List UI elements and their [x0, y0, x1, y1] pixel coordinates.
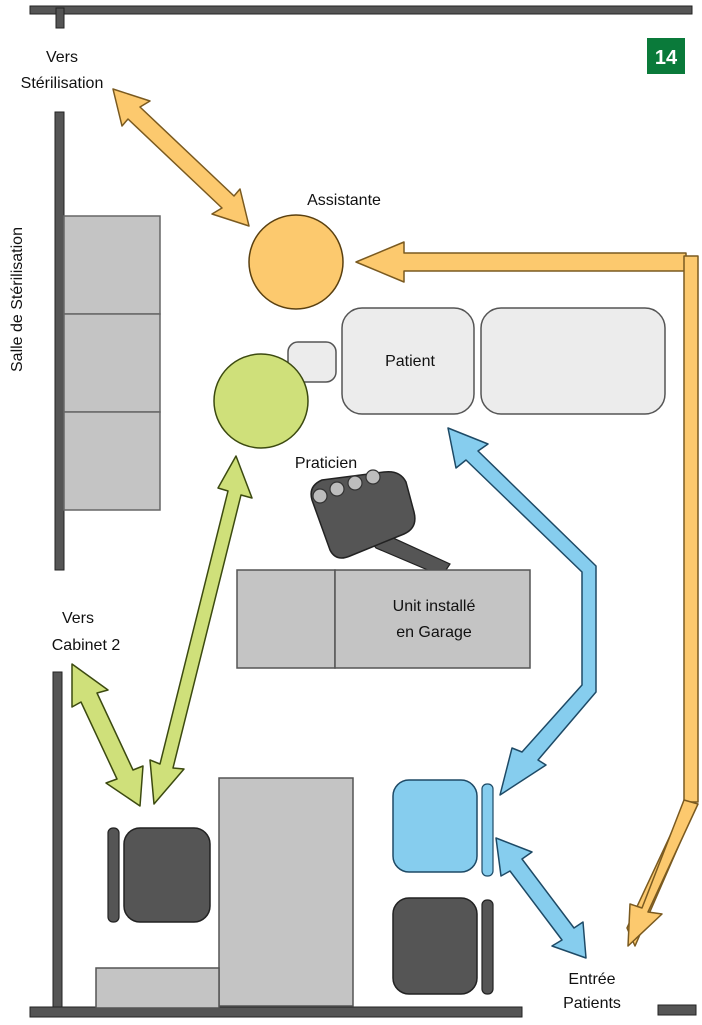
arrow-entree-assistante-shaft	[683, 255, 699, 803]
left-wall-upper	[54, 111, 65, 571]
sterilisation-counter-2	[63, 313, 161, 413]
bottom-wall	[29, 1006, 523, 1018]
praticien-label: Praticien	[295, 455, 357, 472]
page-number-badge	[647, 38, 685, 74]
desk-cabinet-tall	[218, 777, 354, 1007]
arrow-cabinet2	[71, 663, 144, 807]
assistante-stool	[248, 214, 344, 310]
assistante-label: Assistante	[307, 192, 381, 209]
arrow-entree-seat	[495, 837, 587, 959]
garage-left-cabinet	[236, 569, 336, 669]
garage-unit-cabinet	[334, 569, 531, 669]
arrow-entree-assistante-diagonal	[627, 799, 699, 947]
right-seat-back	[481, 899, 494, 995]
page-number: 14	[655, 47, 678, 69]
unit-instrument-2	[329, 481, 345, 497]
unit-label-2: en Garage	[396, 624, 472, 641]
arrow-patient-entry-path	[447, 427, 597, 796]
praticien-stool	[213, 353, 309, 449]
salle-sterilisation-label: Salle de Stérilisation	[9, 227, 26, 372]
patient-label: Patient	[385, 353, 435, 370]
patient-chair-back	[341, 307, 475, 415]
vers-cabinet-label-1: Vers	[62, 610, 94, 627]
vers-sterilisation-label-1: Vers	[46, 49, 78, 66]
unit-instrument-1	[312, 488, 328, 504]
patient-waiting-seat-back	[481, 783, 494, 877]
arrow-assistante-sterilisation	[112, 88, 250, 227]
vers-cabinet-label-2: Cabinet 2	[52, 637, 121, 654]
unit-label-1: Unit installé	[393, 598, 476, 615]
left-seat-back	[107, 827, 120, 923]
unit-instrument-4	[365, 469, 381, 485]
patient-chair-seat	[480, 307, 666, 415]
top-wall	[29, 5, 693, 15]
sterilisation-counter-1	[63, 215, 161, 315]
desk-cabinet-low	[95, 967, 220, 1009]
patient-waiting-seat	[392, 779, 478, 873]
unit-instrument-3	[347, 475, 363, 491]
entree-label-1: Entrée	[568, 971, 615, 988]
bottom-wall-right	[657, 1004, 697, 1016]
arrow-praticien-desk	[149, 455, 253, 805]
top-wall-post	[55, 7, 65, 29]
vers-sterilisation-label-2: Stérilisation	[21, 75, 104, 92]
entree-label-2: Patients	[563, 995, 621, 1012]
sterilisation-counter-3	[63, 411, 161, 511]
right-seat	[392, 897, 478, 995]
left-seat	[123, 827, 211, 923]
left-wall-lower	[52, 671, 63, 1018]
